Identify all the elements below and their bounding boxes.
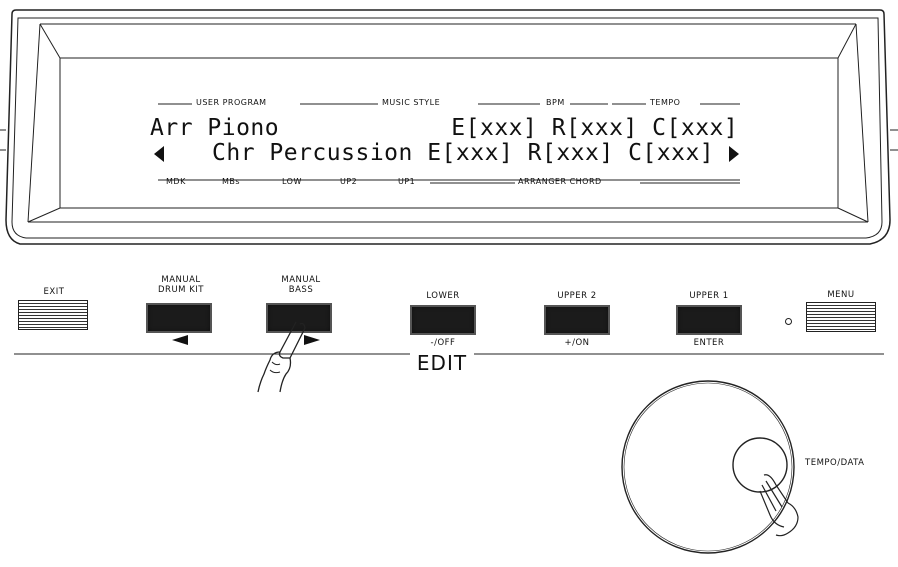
triangle-left-icon — [154, 146, 164, 162]
exit-label: EXIT — [43, 287, 65, 297]
header-tempo: TEMPO — [650, 98, 681, 107]
menu-label: MENU — [827, 290, 855, 300]
footer-mdk: MDK — [166, 177, 186, 186]
edit-divider — [14, 353, 884, 355]
dial-label: TEMPO/DATA — [805, 458, 865, 468]
footer-up2: UP2 — [340, 177, 358, 186]
upper1-button[interactable] — [676, 305, 742, 335]
manual-drum-kit-label-2: DRUM KIT — [158, 285, 204, 295]
header-bpm: BPM — [546, 98, 565, 107]
edit-label: EDIT — [416, 351, 468, 375]
indicator-led — [785, 318, 792, 325]
upper2-button[interactable] — [544, 305, 610, 335]
manual-drum-kit-button[interactable] — [146, 303, 212, 333]
upper1-sub-label: ENTER — [693, 338, 725, 348]
manual-bass-button[interactable] — [266, 303, 332, 333]
upper2-label: UPPER 2 — [557, 291, 597, 301]
header-music-style: MUSIC STYLE — [382, 98, 441, 107]
exit-button[interactable] — [18, 300, 88, 330]
triangle-right-icon — [729, 146, 739, 162]
triangle-right-icon — [304, 335, 320, 345]
triangle-left-icon — [172, 335, 188, 345]
manual-drum-kit-label-1: MANUAL — [161, 275, 201, 285]
footer-mbs: MBs — [222, 177, 241, 186]
lower-button[interactable] — [410, 305, 476, 335]
pointing-hand-icon — [257, 321, 306, 393]
footer-low: LOW — [282, 177, 302, 186]
tempo-data-dial[interactable] — [616, 375, 806, 565]
lower-label: LOWER — [426, 291, 460, 301]
footer-up1: UP1 — [398, 177, 416, 186]
manual-bass-label-2: BASS — [288, 285, 314, 295]
footer-arranger-chord: ARRANGER CHORD — [518, 177, 602, 186]
display-housing — [0, 9, 898, 245]
lcd-line-1: Arr Piono E[xxx] R[xxx] C[xxx] — [150, 115, 739, 141]
menu-button[interactable] — [806, 302, 876, 332]
lower-sub-label: -/OFF — [430, 338, 456, 348]
lcd-line-2: Chr Percussion E[xxx] R[xxx] C[xxx] — [212, 140, 715, 166]
header-user-program: USER PROGRAM — [196, 98, 267, 107]
upper2-sub-label: +/ON — [564, 338, 590, 348]
manual-bass-label-1: MANUAL — [281, 275, 321, 285]
upper1-label: UPPER 1 — [689, 291, 729, 301]
